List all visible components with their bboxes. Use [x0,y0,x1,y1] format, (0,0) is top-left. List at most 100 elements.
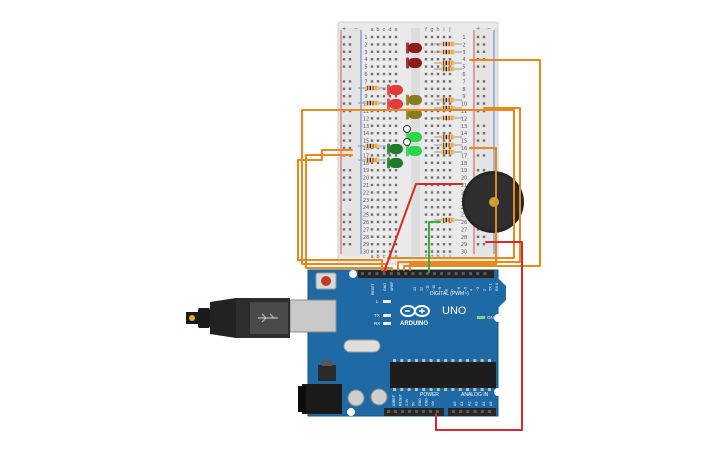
breadboard-hole[interactable] [430,176,434,179]
wire-orange[interactable] [297,149,383,271]
breadboard-hole[interactable] [376,176,380,179]
breadboard-hole[interactable] [394,65,398,68]
breadboard-hole[interactable] [424,213,428,216]
breadboard-hole[interactable] [424,35,428,39]
rail-hole[interactable] [482,65,486,68]
breadboard-hole[interactable] [382,154,386,157]
breadboard-hole[interactable] [436,213,440,216]
breadboard-hole[interactable] [382,213,386,216]
wire-red[interactable] [435,241,523,431]
breadboard-hole[interactable] [430,198,434,201]
breadboard-hole[interactable] [430,80,434,83]
breadboard-hole[interactable] [448,102,452,105]
breadboard-hole[interactable] [376,220,380,224]
breadboard-hole[interactable] [424,43,428,46]
breadboard-hole[interactable] [436,65,440,68]
breadboard-hole[interactable] [382,139,386,142]
rail-hole[interactable] [482,43,486,46]
breadboard-hole[interactable] [394,154,398,157]
breadboard-hole[interactable] [424,235,428,238]
breadboard-hole[interactable] [382,198,386,201]
usb-port[interactable] [289,299,337,333]
breadboard-hole[interactable] [436,80,440,83]
breadboard-hole[interactable] [436,95,440,98]
breadboard-hole[interactable] [424,191,428,194]
breadboard-hole[interactable] [370,35,374,39]
breadboard-hole[interactable] [430,72,434,76]
breadboard-hole[interactable] [376,191,380,194]
breadboard-hole[interactable] [448,146,452,150]
breadboard-hole[interactable] [388,50,392,53]
breadboard-hole[interactable] [436,72,440,76]
breadboard-hole[interactable] [394,72,398,76]
breadboard-hole[interactable] [394,50,398,53]
breadboard-hole[interactable] [370,58,374,61]
breadboard-hole[interactable] [424,161,428,164]
breadboard-hole[interactable] [382,243,386,246]
breadboard-hole[interactable] [436,124,440,127]
rail-hole[interactable] [342,228,346,231]
breadboard-hole[interactable] [394,183,398,187]
rail-hole[interactable] [342,124,346,127]
breadboard-hole[interactable] [448,198,452,201]
breadboard-hole[interactable] [442,95,446,98]
power-header[interactable] [384,408,444,416]
rail-hole[interactable] [482,124,486,127]
resistor[interactable] [434,41,462,47]
breadboard-hole[interactable] [376,206,380,209]
breadboard-hole[interactable] [382,95,386,98]
rail-hole[interactable] [482,95,486,98]
rail-hole[interactable] [348,65,352,68]
breadboard-hole[interactable] [442,198,446,201]
breadboard-hole[interactable] [376,228,380,231]
breadboard-hole[interactable] [424,176,428,179]
analog-header[interactable] [448,408,496,416]
breadboard-hole[interactable] [424,102,428,105]
piezo-buzzer[interactable] [462,171,524,233]
breadboard-hole[interactable] [424,198,428,201]
breadboard-hole[interactable] [424,117,428,120]
rail-hole[interactable] [476,102,480,105]
breadboard-hole[interactable] [370,213,374,216]
breadboard-hole[interactable] [448,72,452,76]
breadboard-hole[interactable] [370,235,374,238]
breadboard-hole[interactable] [430,43,434,46]
breadboard-hole[interactable] [442,132,446,135]
breadboard-hole[interactable] [370,176,374,179]
breadboard-hole[interactable] [376,154,380,157]
breadboard-hole[interactable] [442,206,446,209]
breadboard-hole[interactable] [436,132,440,135]
breadboard-hole[interactable] [382,191,386,194]
wire-group[interactable] [297,59,541,431]
breadboard-hole[interactable] [442,228,446,231]
rail-hole[interactable] [482,139,486,142]
breadboard-hole[interactable] [436,139,440,142]
resistor[interactable] [434,217,462,223]
rail-hole[interactable] [476,35,480,39]
breadboard-hole[interactable] [394,117,398,120]
breadboard-hole[interactable] [448,124,452,127]
breadboard-hole[interactable] [448,213,452,216]
breadboard-hole[interactable] [376,169,380,172]
rail-hole[interactable] [342,139,346,142]
breadboard-hole[interactable] [388,176,392,179]
resistor[interactable] [358,143,386,149]
rail-hole[interactable] [482,235,486,238]
breadboard-hole[interactable] [388,228,392,231]
rail-hole[interactable] [476,243,480,246]
rail-hole[interactable] [342,213,346,216]
rail-hole[interactable] [482,243,486,246]
breadboard-hole[interactable] [388,58,392,61]
breadboard-hole[interactable] [394,220,398,224]
resistor[interactable] [358,85,386,91]
breadboard-hole[interactable] [448,176,452,179]
breadboard-hole[interactable] [430,124,434,127]
breadboard-hole[interactable] [394,58,398,61]
breadboard-hole[interactable] [436,35,440,39]
breadboard-hole[interactable] [442,58,446,61]
reset-button-cap[interactable] [321,276,331,286]
breadboard-hole[interactable] [448,228,452,231]
rail-hole[interactable] [348,124,352,127]
resistor[interactable] [358,157,386,163]
breadboard-hole[interactable] [430,243,434,246]
